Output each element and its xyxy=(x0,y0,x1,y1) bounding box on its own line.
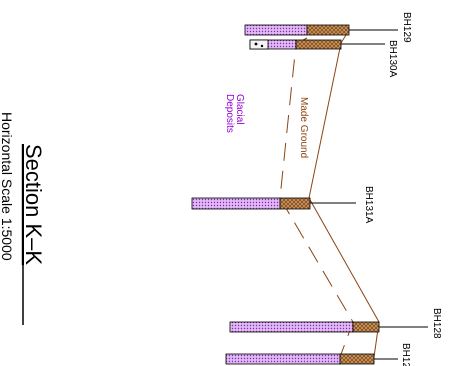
section-title: Section K–K xyxy=(21,144,46,265)
made-ground-label: Made Ground xyxy=(298,97,309,158)
glacial-deposits-label-line1: Glacial xyxy=(234,94,245,125)
borehole-column-bh129 xyxy=(244,24,398,36)
borehole-column-bh131a xyxy=(191,197,356,210)
borehole-label-bh129: BH129 xyxy=(401,12,412,43)
borehole-label-bh131a: BH131A xyxy=(363,186,374,224)
borehole-label-bh12: BH12 xyxy=(400,343,411,366)
borehole-label-bh128: BH128 xyxy=(431,308,442,339)
glacial-boundary-line xyxy=(279,37,354,358)
glacial-deposits-label-line2: Deposits xyxy=(224,94,235,133)
borehole-column-bh130a xyxy=(249,39,385,50)
borehole-column-bh12 xyxy=(225,353,398,365)
borehole-label-bh130a: BH130A xyxy=(387,40,398,78)
borehole-column-bh128 xyxy=(229,321,428,333)
horizontal-scale-label: Horizontal Scale 1:5000 xyxy=(0,112,15,261)
